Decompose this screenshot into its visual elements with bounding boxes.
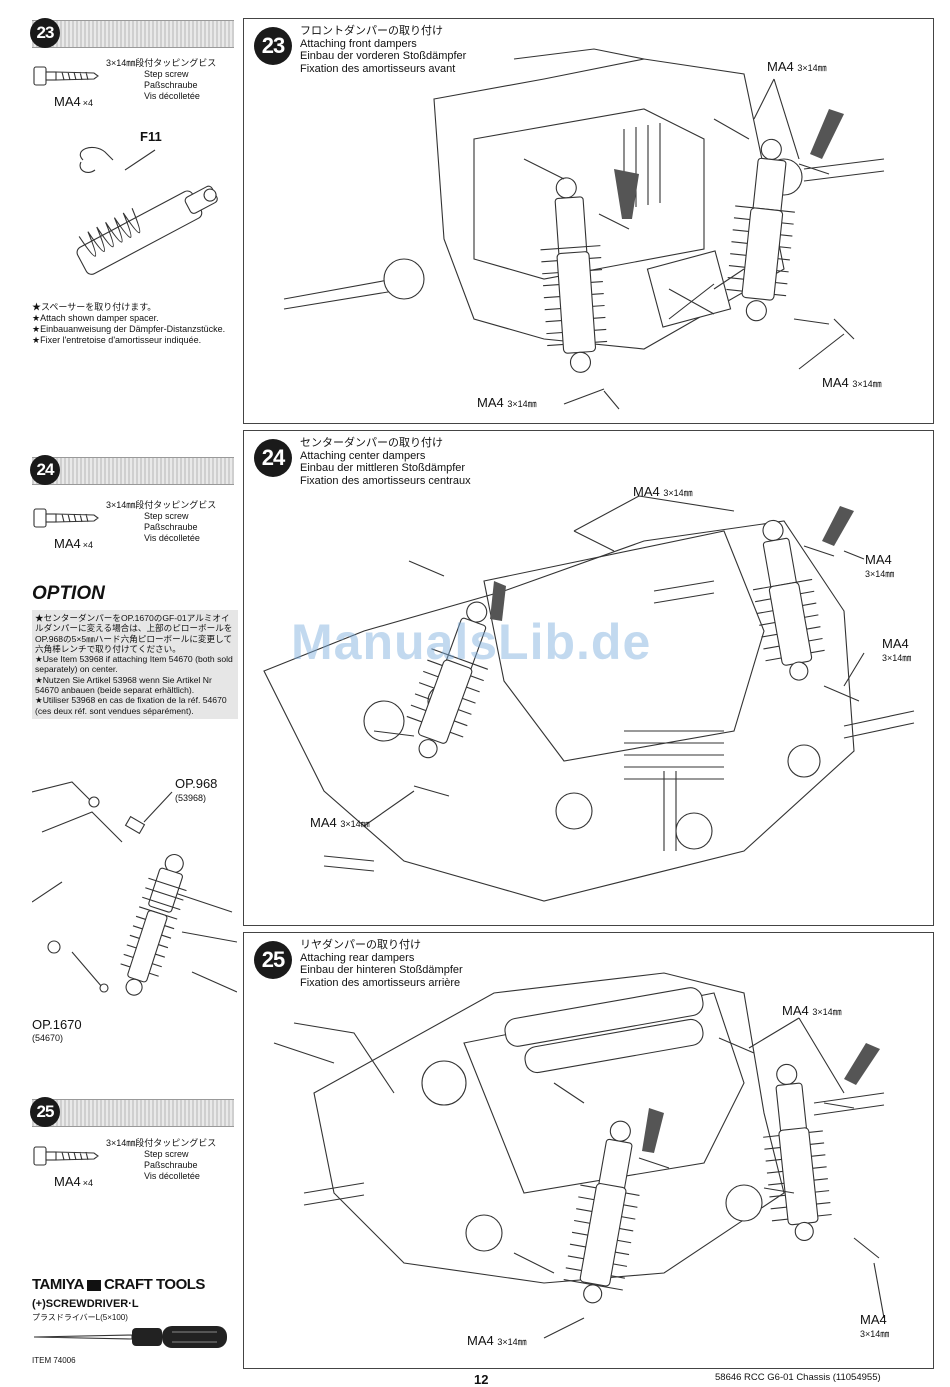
front-damper-assembly-illustration: [283, 48, 885, 410]
screw-spec-24: 3×14㎜段付タッピングビス Step screw Paßschraube Vi…: [32, 500, 237, 562]
screwdriver-label: (+)SCREWDRIVER·L: [32, 1298, 139, 1310]
op968-label: OP.968: [175, 776, 218, 791]
ma4-callout: MA4 3×14㎜: [782, 1003, 842, 1018]
ma4-callout: MA4 3×14㎜: [822, 375, 882, 390]
step-number-badge: 24: [254, 439, 292, 477]
damper-spacer-illustration: [76, 146, 218, 275]
screw-en: Step screw: [144, 69, 189, 79]
op1670-number: (54670): [32, 1033, 64, 1043]
screwdriver-jp: プラスドライバーL(5×100): [32, 1313, 128, 1322]
part-label: MA4×4: [54, 536, 93, 551]
ma4-callout: MA4 3×14㎜: [467, 1333, 527, 1348]
watermark: ManualsLib.de: [291, 614, 652, 670]
step-25-header: 25: [30, 1097, 234, 1127]
panel-step-24: 24 センターダンパーの取り付け Attaching center damper…: [243, 430, 934, 926]
screw-size: 3×14㎜段付タッピングビス: [106, 58, 217, 68]
ma4-callout: MA4 3×14㎜: [477, 395, 537, 410]
screw-size: 3×14㎜段付タッピングビス: [106, 1138, 217, 1148]
option-title: OPTION: [32, 583, 105, 604]
panel-title: 25 リヤダンパーの取り付け Attaching rear dampers Ei…: [254, 939, 463, 989]
spacer-notes: ★スペーサーを取り付けます。 ★Attach shown damper spac…: [32, 302, 226, 345]
screwdriver-icon: [33, 1326, 227, 1348]
screw-fr: Vis décolletée: [144, 1171, 200, 1181]
tamiya-star-logo-icon: [87, 1279, 102, 1291]
spacer-label: F11: [140, 129, 162, 144]
screw-fr: Vis décolletée: [144, 533, 200, 543]
panel-title: 24 センターダンパーの取り付け Attaching center damper…: [254, 437, 471, 487]
tool-item-number: ITEM 74006: [32, 1356, 76, 1365]
step-screw-icon: [33, 1146, 99, 1166]
screw-fr: Vis décolletée: [144, 91, 200, 101]
op968-number: (53968): [175, 793, 207, 803]
rear-damper-assembly-illustration: [273, 972, 885, 1339]
screw-size: 3×14㎜段付タッピングビス: [106, 500, 217, 510]
step-number: 23: [30, 18, 60, 48]
part-label: MA4×4: [54, 1174, 93, 1189]
panel-title: 23 フロントダンパーの取り付け Attaching front dampers…: [254, 25, 466, 75]
screw-en: Step screw: [144, 511, 189, 521]
ma4-callout: MA4 3×14㎜: [633, 484, 693, 499]
part-label: MA4×4: [54, 94, 93, 109]
step-number-badge: 25: [254, 941, 292, 979]
screw-de: Paßschraube: [144, 1160, 198, 1170]
screw-de: Paßschraube: [144, 522, 198, 532]
ma4-callout: MA4 3×14㎜: [310, 815, 370, 830]
step-24-header: 24: [30, 455, 234, 485]
step-screw-icon: [33, 66, 99, 86]
panel-step-23: 23 フロントダンパーの取り付け Attaching front dampers…: [243, 18, 934, 424]
step-number: 25: [30, 1097, 60, 1127]
page-number: 12: [474, 1372, 489, 1387]
document-info: 58646 RCC G6-01 Chassis (11054955): [715, 1372, 881, 1383]
screw-en: Step screw: [144, 1149, 189, 1159]
ma4-callout: MA4 3×14㎜: [767, 59, 827, 74]
step-number: 24: [30, 455, 60, 485]
op1670-label: OP.1670: [32, 1017, 82, 1032]
step-number-badge: 23: [254, 27, 292, 65]
option-center-damper-illustration: [32, 781, 237, 996]
screw-spec-25: 3×14㎜段付タッピングビス Step screw Paßschraube Vi…: [32, 1138, 237, 1200]
screw-de: Paßschraube: [144, 80, 198, 90]
center-damper-assembly-illustration: [263, 495, 915, 902]
screw-spec-23: 3×14㎜段付タッピングビス Step screw Paßschraube Vi…: [32, 58, 237, 120]
option-notes: ★センターダンパーをOP.1670のGF-01アルミオイルダンパーに変える場合は…: [32, 610, 238, 719]
step-23-header: 23: [30, 18, 234, 48]
step-screw-icon: [33, 508, 99, 528]
panel-step-25: 25 リヤダンパーの取り付け Attaching rear dampers Ei…: [243, 932, 934, 1369]
